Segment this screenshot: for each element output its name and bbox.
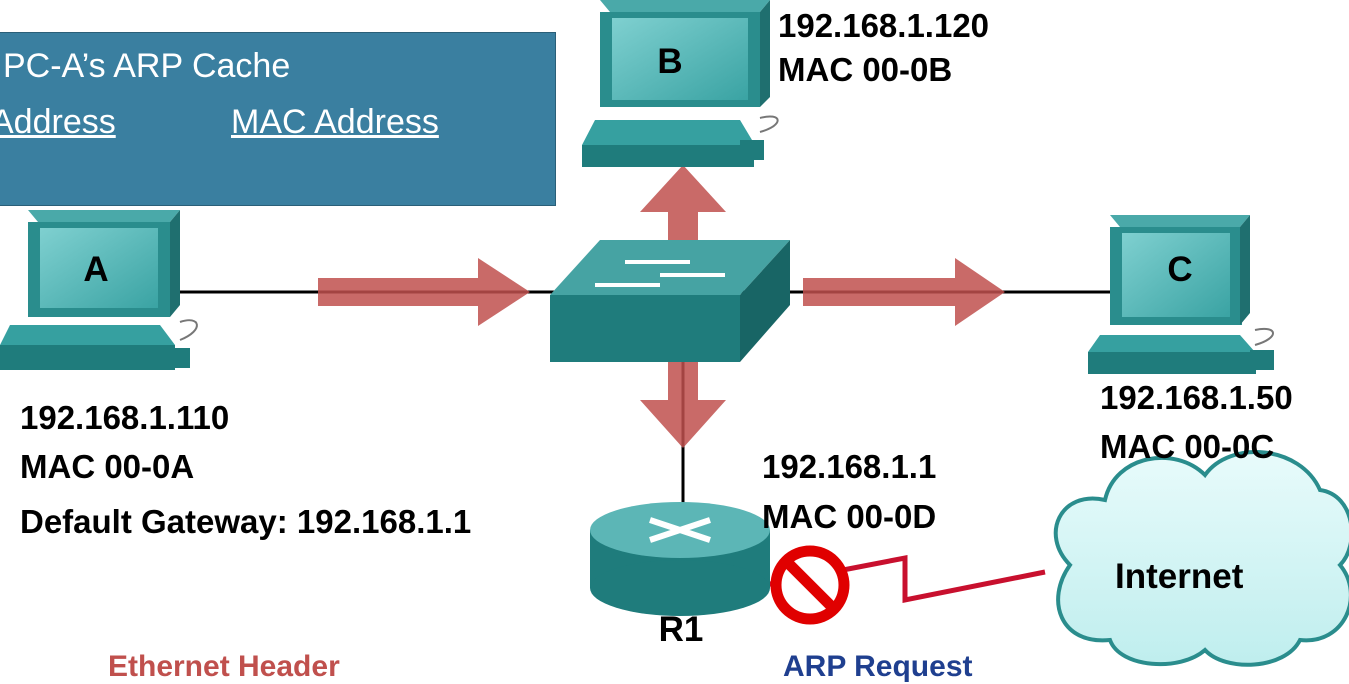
pc-c-label: C: [1167, 250, 1193, 289]
host-c-mac: MAC 00-0C: [1100, 428, 1275, 465]
host-b-ip: 192.168.1.120: [778, 7, 990, 44]
arp-cache-mac-column: MAC Address: [231, 103, 439, 141]
arrow-up-to-b: [640, 165, 726, 250]
pc-b-label: B: [657, 42, 683, 81]
host-a-ip: 192.168.1.110: [20, 399, 230, 436]
host-b-mac: MAC 00-0B: [778, 51, 953, 88]
arp-cache-title: PC-A’s ARP Cache: [3, 47, 291, 85]
host-a-mac: MAC 00-0A: [20, 448, 195, 485]
arrow-down-to-r1: [640, 362, 726, 448]
internet-cloud-icon: [1053, 450, 1349, 667]
host-c-ip: 192.168.1.50: [1100, 379, 1293, 416]
pc-a-label: A: [83, 250, 109, 289]
ethernet-header-title: Ethernet Header: [108, 650, 340, 683]
pc-c-icon: [1088, 215, 1274, 374]
arp-cache-ip-column: Address: [0, 103, 116, 141]
internet-label: Internet: [1115, 557, 1244, 596]
pc-b-icon: [582, 0, 779, 167]
router-label: R1: [658, 610, 704, 649]
arrow-right-to-switch: [318, 258, 530, 326]
arp-request-title: ARP Request: [783, 650, 973, 683]
router-mac: MAC 00-0D: [762, 498, 937, 535]
pc-a-icon: [0, 210, 198, 370]
switch-icon: [550, 240, 790, 362]
host-a-gateway: Default Gateway: 192.168.1.1: [20, 503, 472, 540]
arrow-right-to-c: [803, 258, 1005, 326]
router-icon: [590, 502, 770, 616]
router-ip: 192.168.1.1: [762, 448, 937, 485]
blocked-icon: [770, 545, 850, 625]
arp-cache-box: PC-A’s ARP Cache Address MAC Address: [0, 32, 556, 206]
